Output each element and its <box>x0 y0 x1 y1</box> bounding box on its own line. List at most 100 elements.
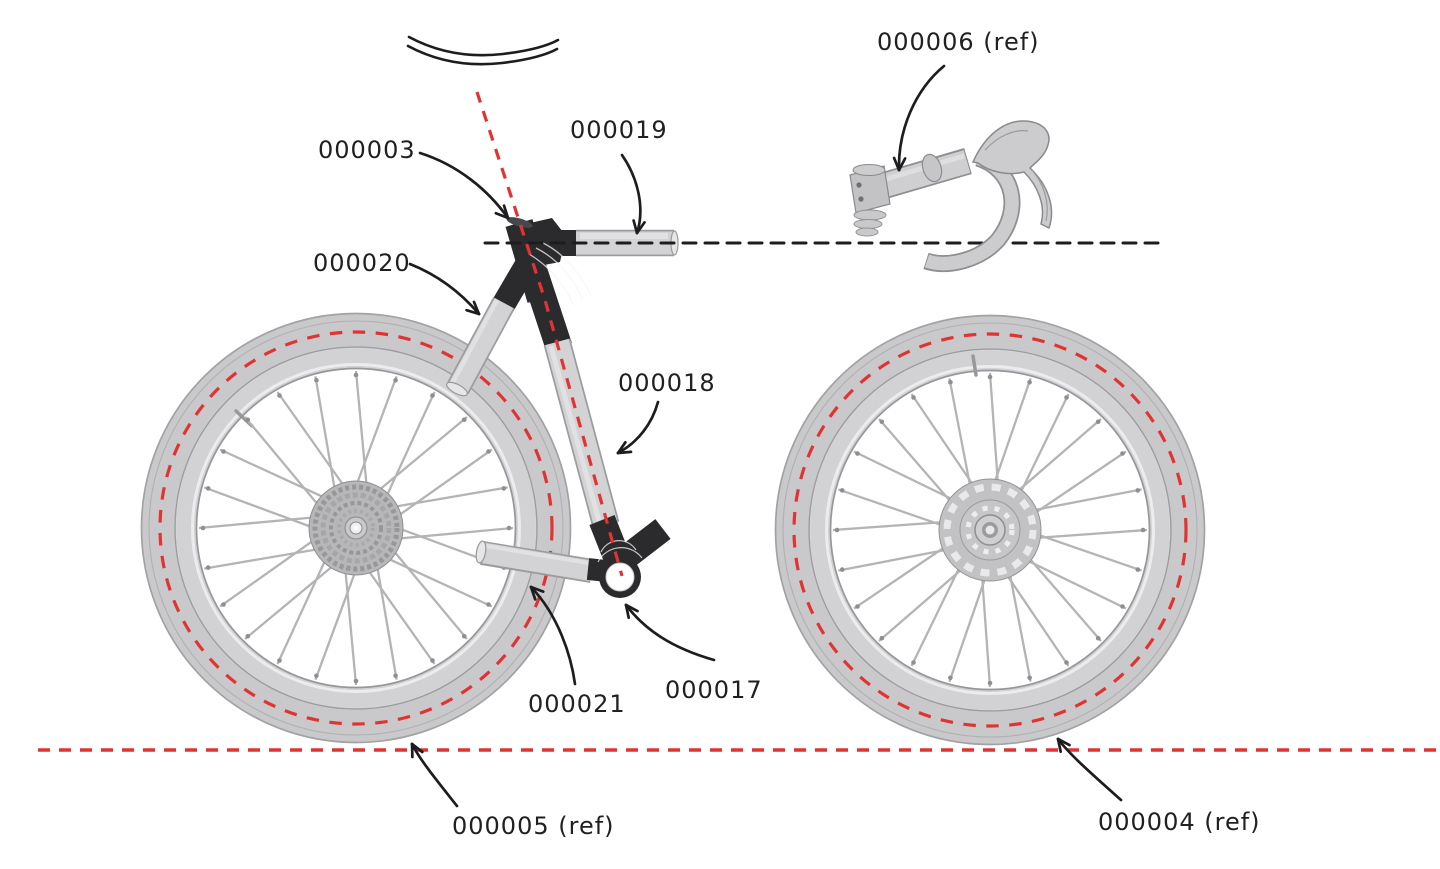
spoke-nipple <box>911 660 916 665</box>
leader-000020-head <box>472 300 481 316</box>
spoke-nipple <box>855 604 860 609</box>
leader-000004-head <box>1056 737 1071 747</box>
spoke-nipple <box>277 658 282 663</box>
spoke-nipple <box>314 673 319 679</box>
spoke-nipple <box>245 633 251 639</box>
part-label-000020: 000020 <box>313 249 411 277</box>
leader-000018-head <box>616 440 627 455</box>
leader-000019-head <box>632 219 639 235</box>
handlebar-assembly <box>849 120 1053 272</box>
spoke-nipple <box>911 395 916 400</box>
spoke-nipple <box>353 372 359 378</box>
leader-000017 <box>624 603 716 662</box>
steering-axis-line <box>475 91 624 577</box>
spoke-nipple <box>461 633 467 639</box>
leader-000018 <box>616 400 660 455</box>
brake-lever-hood <box>971 120 1053 230</box>
leader-000003 <box>418 151 510 220</box>
spoke-nipple <box>1120 451 1125 456</box>
cassette-hub <box>308 480 404 576</box>
spoke-nipple <box>1140 527 1146 533</box>
spoke-nipple <box>839 488 845 493</box>
spoke-nipple <box>1027 675 1032 681</box>
bar-clamp <box>921 153 943 183</box>
spoke-nipple <box>393 673 398 679</box>
bottom-bracket-lug <box>586 515 671 598</box>
part-label-000006-ref: 000006 (ref) <box>877 28 1040 56</box>
bottom-bracket-shell <box>605 562 635 592</box>
headset-spacer <box>853 219 883 229</box>
spoke-nipple <box>506 525 512 531</box>
seatstay-stub <box>612 519 671 572</box>
spoke-nipple <box>353 678 359 684</box>
spoke-nipple <box>839 567 845 572</box>
spoke-nipple <box>834 527 840 533</box>
spoke-nipple <box>200 525 206 531</box>
spoke-nipple <box>948 379 953 385</box>
part-label-000021: 000021 <box>528 690 626 718</box>
spoke-nipple <box>1095 635 1101 641</box>
spoke-nipple <box>486 602 491 607</box>
spoke-nipple <box>205 565 211 570</box>
spoke-nipple <box>1135 567 1141 572</box>
spoke-nipple <box>461 417 467 423</box>
spoke-nipple <box>879 635 885 641</box>
leader-arrows <box>408 64 1123 808</box>
spoke-nipple <box>1064 395 1069 400</box>
leader-000017-head <box>624 603 639 613</box>
spoke-nipple <box>221 449 226 454</box>
spoke-nipple <box>277 393 282 398</box>
tire-reference-circle <box>792 332 1188 728</box>
tire-reference-circle <box>158 330 554 726</box>
valve-stem <box>971 354 978 377</box>
spoke-nipple <box>221 602 226 607</box>
spoke-nipple <box>1095 419 1101 425</box>
leader-000021-head <box>529 585 545 593</box>
headset-spacer <box>853 209 887 221</box>
leader-000020-head <box>465 308 481 316</box>
spoke-nipple <box>501 486 507 491</box>
leader-000020 <box>408 262 481 316</box>
fork-blade <box>446 297 515 397</box>
spoke-nipple <box>245 417 251 423</box>
part-label-000003: 000003 <box>318 136 416 164</box>
part-label-000019: 000019 <box>570 116 668 144</box>
part-label-000017: 000017 <box>665 676 763 704</box>
leader-000019-head <box>635 221 646 235</box>
spoke-nipple <box>987 680 993 686</box>
leader-000018-head <box>616 450 633 455</box>
break-mark-squiggle <box>406 35 560 66</box>
leader-000004 <box>1056 737 1123 802</box>
spoke-nipple <box>1027 379 1032 385</box>
spoke-nipple <box>1064 660 1069 665</box>
spoke-nipple <box>430 393 435 398</box>
headset-spacer <box>855 227 879 237</box>
spoke-nipple <box>1120 604 1125 609</box>
leader-000006-head <box>892 156 901 172</box>
fork-dark-section <box>491 259 537 314</box>
leader-000003-head <box>494 211 510 220</box>
leader-000006-head <box>897 157 907 172</box>
leader-000003-head <box>502 204 510 220</box>
leader-000006 <box>897 64 946 172</box>
spoke-nipple <box>430 658 435 663</box>
leader-000019 <box>620 153 642 235</box>
spoke-nipple <box>987 374 993 380</box>
spoke-nipple <box>393 377 398 383</box>
leader-000021 <box>529 585 577 686</box>
leader-000005-head <box>410 742 424 754</box>
spoke-nipple <box>205 486 211 491</box>
leader-000021-head <box>529 585 537 601</box>
spoke-nipple <box>486 449 491 454</box>
part-label-000018: 000018 <box>618 369 716 397</box>
spoke-nipple <box>879 419 885 425</box>
chainstay <box>475 540 594 583</box>
rear-wheel <box>140 312 572 744</box>
spoke-nipple <box>1135 488 1141 493</box>
part-label-000005-ref: 000005 (ref) <box>452 812 615 840</box>
spoke-nipple <box>855 451 860 456</box>
spoke-nipple <box>948 675 953 681</box>
spoke-nipple <box>314 377 319 383</box>
